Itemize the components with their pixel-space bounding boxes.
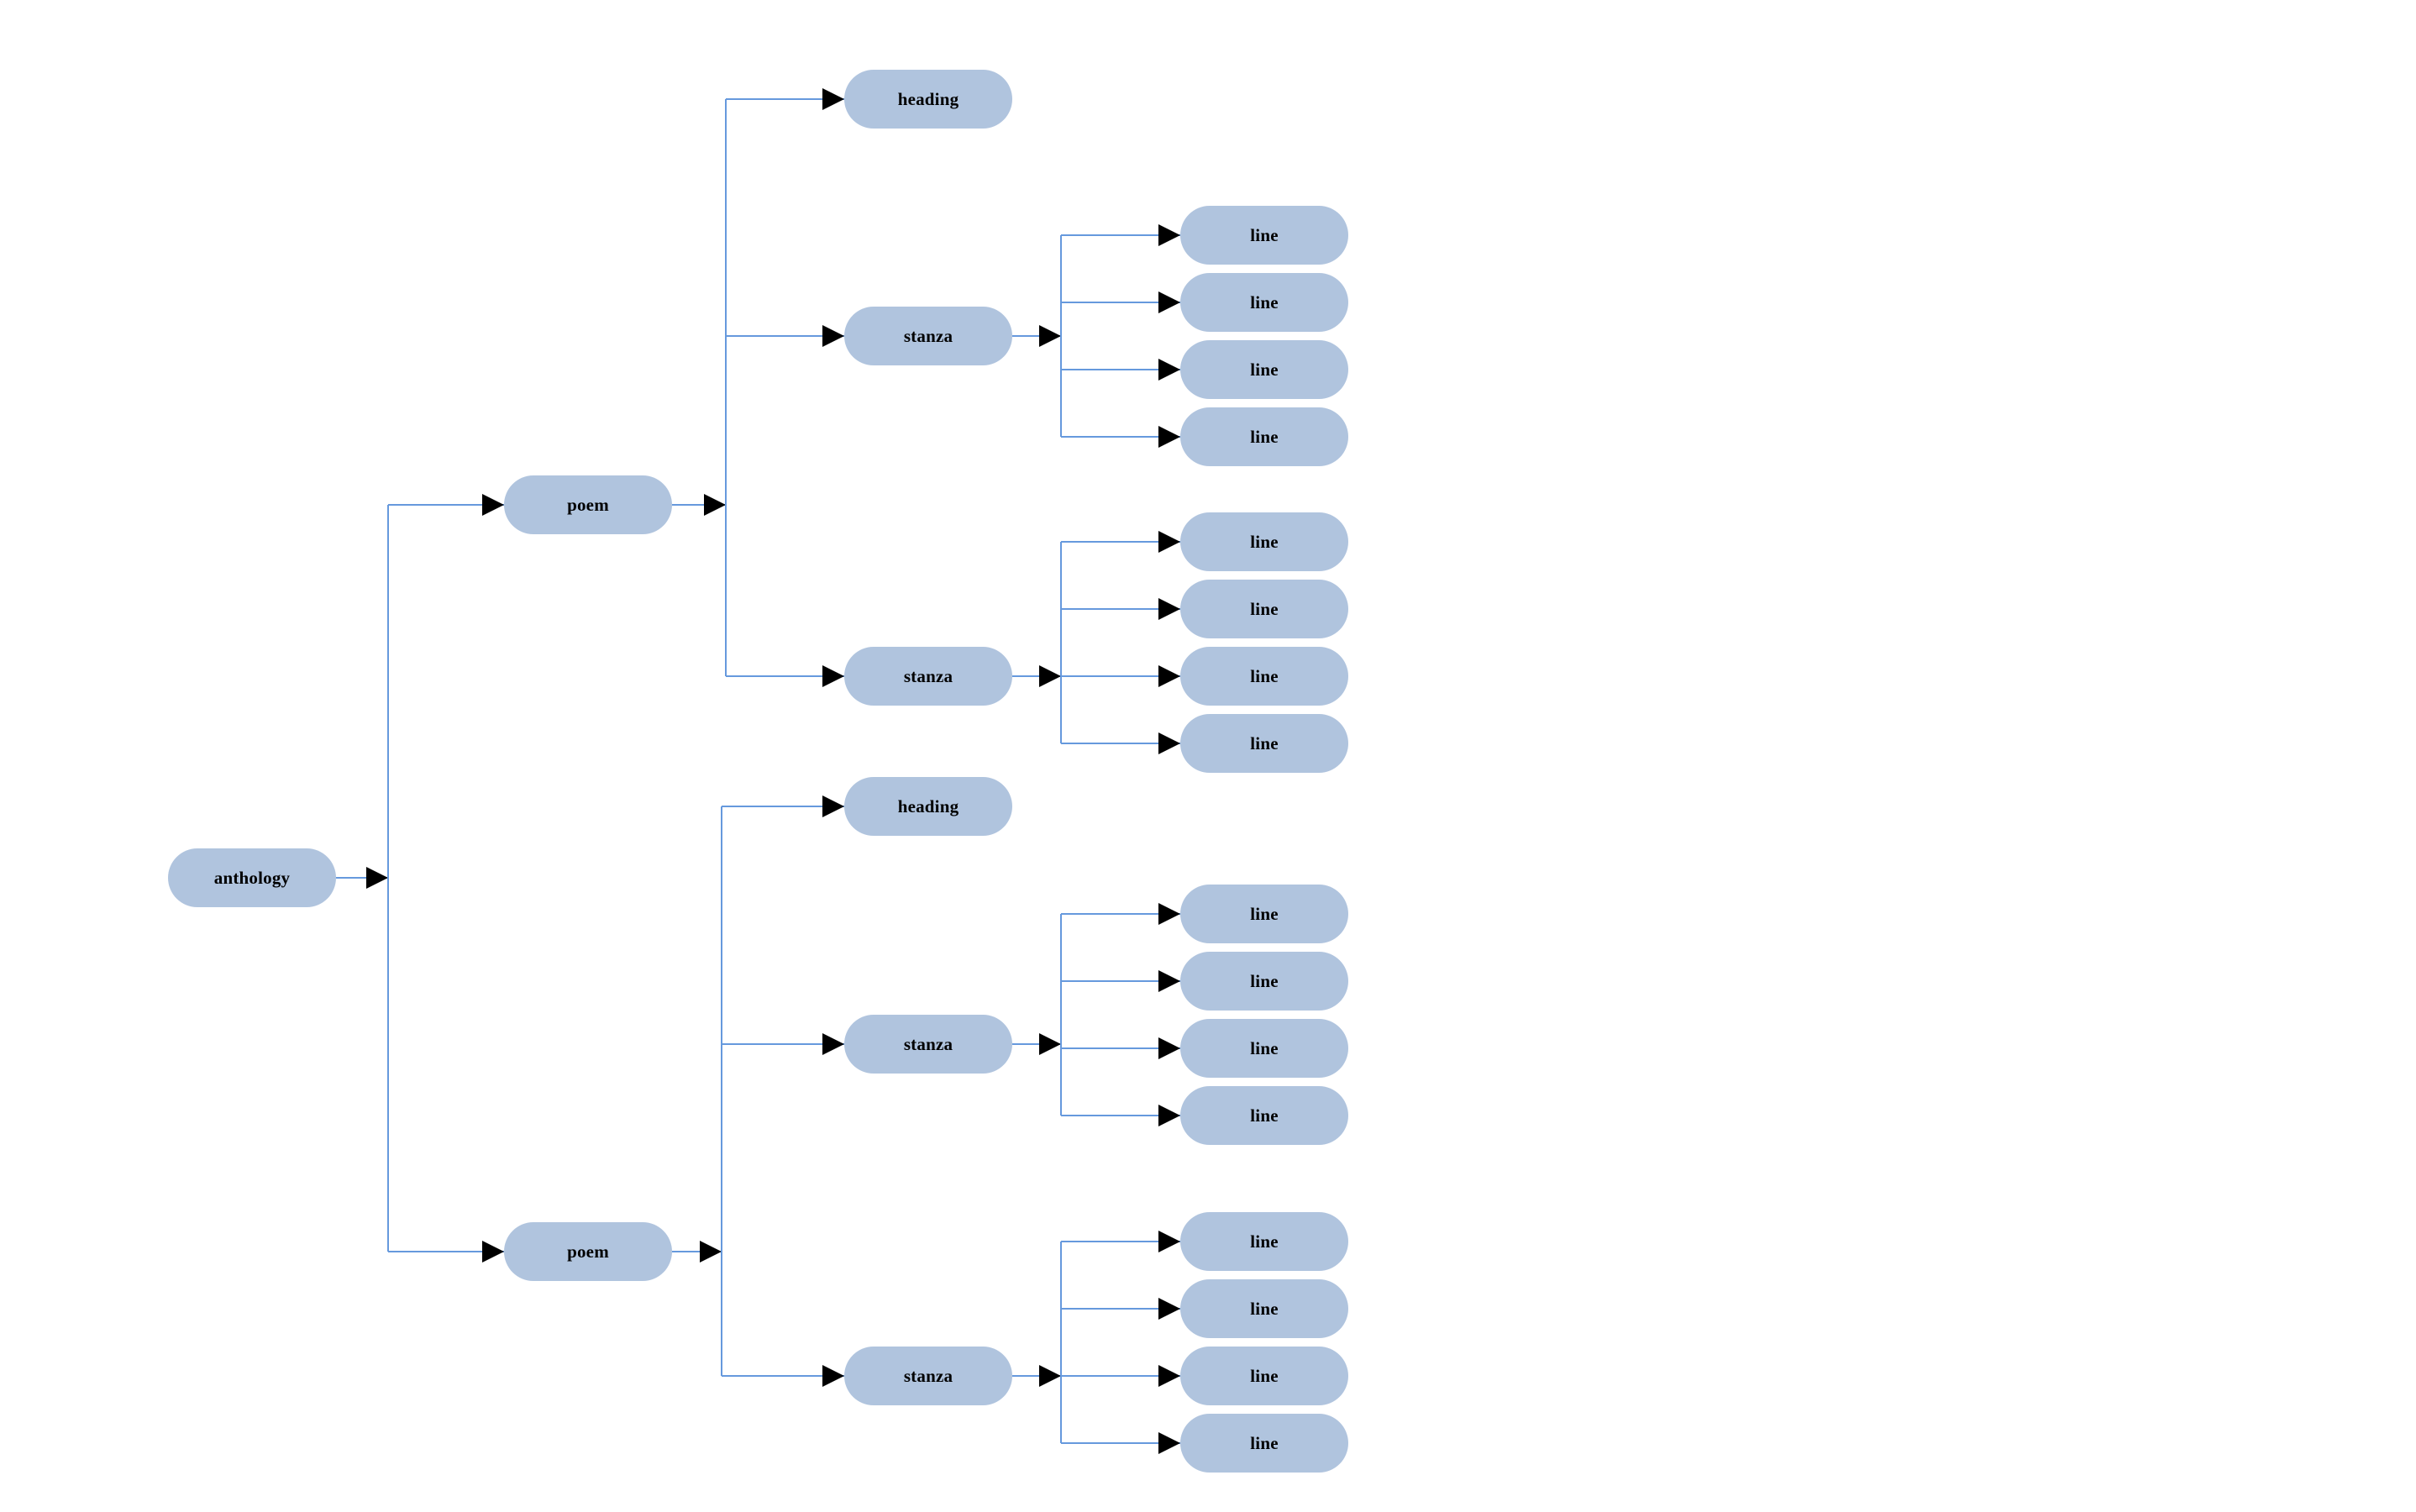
node-s2-line2[interactable]: line — [1180, 580, 1348, 638]
node-label-p2-stanza2: stanza — [903, 1365, 953, 1386]
node-s3-line4[interactable]: line — [1180, 1086, 1348, 1145]
node-label-s1-line4: line — [1250, 426, 1279, 447]
node-label-p2-heading: heading — [897, 795, 959, 816]
node-s2-line4[interactable]: line — [1180, 714, 1348, 773]
node-label-s4-line3: line — [1250, 1365, 1279, 1386]
node-p1-heading[interactable]: heading — [844, 70, 1012, 129]
node-label-s3-line4: line — [1250, 1105, 1279, 1126]
node-label-poem1: poem — [567, 494, 609, 515]
node-anthology[interactable]: anthology — [168, 848, 336, 907]
node-label-anthology: anthology — [213, 867, 291, 888]
node-poem1[interactable]: poem — [504, 475, 672, 534]
node-poem2[interactable]: poem — [504, 1222, 672, 1281]
node-label-s1-line2: line — [1250, 291, 1279, 312]
node-label-p1-stanza2: stanza — [903, 665, 953, 686]
node-s3-line2[interactable]: line — [1180, 952, 1348, 1011]
node-p2-stanza2[interactable]: stanza — [844, 1347, 1012, 1405]
node-label-p1-stanza1: stanza — [903, 325, 953, 346]
node-s4-line3[interactable]: line — [1180, 1347, 1348, 1405]
node-label-s2-line4: line — [1250, 732, 1279, 753]
node-s1-line4[interactable]: line — [1180, 407, 1348, 466]
node-label-p1-heading: heading — [897, 88, 959, 109]
node-p1-stanza2[interactable]: stanza — [844, 647, 1012, 706]
node-label-s4-line4: line — [1250, 1432, 1279, 1453]
node-s2-line1[interactable]: line — [1180, 512, 1348, 571]
node-label-s1-line1: line — [1250, 224, 1279, 245]
node-label-s2-line2: line — [1250, 598, 1279, 619]
node-s1-line1[interactable]: line — [1180, 206, 1348, 265]
node-s1-line3[interactable]: line — [1180, 340, 1348, 399]
node-p1-stanza1[interactable]: stanza — [844, 307, 1012, 365]
node-s3-line1[interactable]: line — [1180, 885, 1348, 943]
node-label-poem2: poem — [567, 1241, 609, 1262]
node-s4-line2[interactable]: line — [1180, 1279, 1348, 1338]
node-s2-line3[interactable]: line — [1180, 647, 1348, 706]
node-p2-stanza1[interactable]: stanza — [844, 1015, 1012, 1074]
node-p2-heading[interactable]: heading — [844, 777, 1012, 836]
node-s3-line3[interactable]: line — [1180, 1019, 1348, 1078]
node-label-s3-line3: line — [1250, 1037, 1279, 1058]
node-label-s2-line1: line — [1250, 531, 1279, 552]
node-label-s3-line2: line — [1250, 970, 1279, 991]
node-label-s1-line3: line — [1250, 359, 1279, 380]
node-label-s2-line3: line — [1250, 665, 1279, 686]
node-label-s3-line1: line — [1250, 903, 1279, 924]
node-label-s4-line2: line — [1250, 1298, 1279, 1319]
node-s1-line2[interactable]: line — [1180, 273, 1348, 332]
node-label-s4-line1: line — [1250, 1231, 1279, 1252]
node-s4-line4[interactable]: line — [1180, 1414, 1348, 1473]
node-s4-line1[interactable]: line — [1180, 1212, 1348, 1271]
node-label-p2-stanza1: stanza — [903, 1033, 953, 1054]
